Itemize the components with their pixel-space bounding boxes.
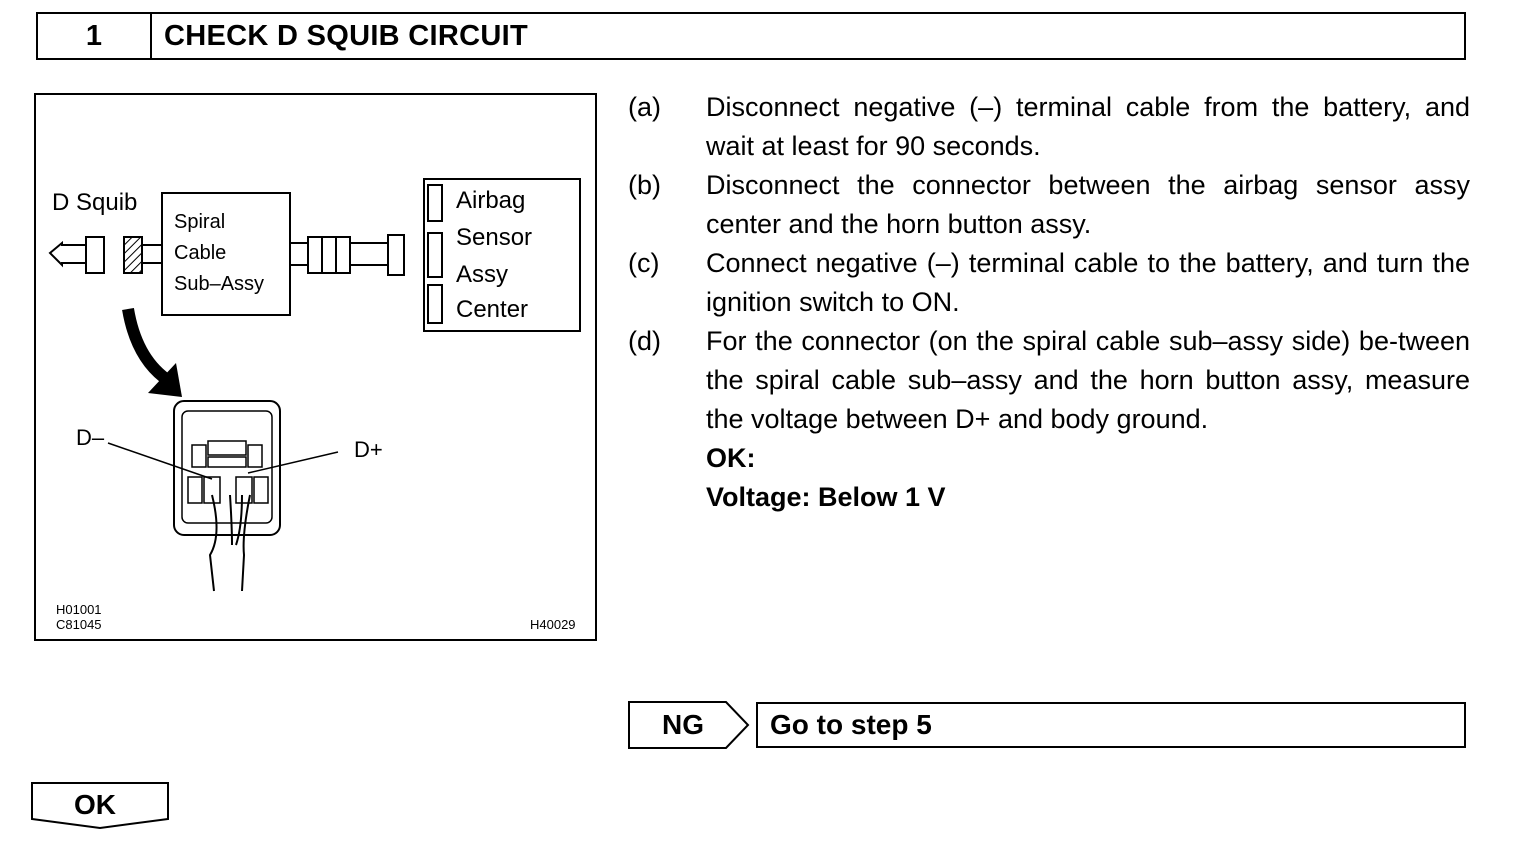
step-number: 1 <box>38 14 152 58</box>
squib-plug-icon <box>48 240 87 268</box>
sensor-label-3: Assy <box>456 261 508 288</box>
ng-action: Go to step 5 <box>756 702 1466 748</box>
d-plus-label: D+ <box>354 437 383 462</box>
figure-code-left: H01001 C81045 <box>56 602 102 632</box>
ng-label: NG <box>662 709 704 740</box>
wiring-diagram: D Squib Spiral Cable Sub–Assy Ai <box>34 93 597 641</box>
diagram-illustration: D Squib Spiral Cable Sub–Assy Ai <box>48 178 581 592</box>
step-item: (b) Disconnect the connector between the… <box>628 166 1470 244</box>
procedure-steps: (a) Disconnect negative (–) terminal cab… <box>628 88 1470 517</box>
step-label: (a) <box>628 92 661 122</box>
sensor-label-1: Airbag <box>456 187 525 214</box>
squib-connector-left <box>85 236 105 274</box>
step-title: CHECK D SQUIB CIRCUIT <box>164 19 528 52</box>
d-minus-label: D– <box>76 425 105 450</box>
step-label: (b) <box>628 170 661 200</box>
step-text: Disconnect the connector between the air… <box>706 170 1470 239</box>
step-text: Disconnect negative (–) terminal cable f… <box>706 92 1470 161</box>
ok-label: OK <box>74 789 116 820</box>
airbag-sensor-box <box>423 178 581 332</box>
sensor-label-4: Center <box>456 296 528 323</box>
ng-tag: NG <box>628 701 750 749</box>
step-item: (d) For the connector (on the spiral cab… <box>628 322 1470 439</box>
step-header: 1 CHECK D SQUIB CIRCUIT <box>36 12 1466 60</box>
step-text: Connect negative (–) terminal cable to t… <box>706 248 1470 317</box>
step-item: (c) Connect negative (–) terminal cable … <box>628 244 1470 322</box>
step-label: (c) <box>628 248 660 278</box>
spiral-cable-box <box>161 192 291 316</box>
step-item: (a) Disconnect negative (–) terminal cab… <box>628 88 1470 166</box>
spiral-label-2: Cable <box>174 242 226 264</box>
step-text: For the connector (on the spiral cable s… <box>706 326 1470 434</box>
figure-code-1: H01001 <box>56 602 102 617</box>
spiral-label-1: Spiral <box>174 211 225 233</box>
step-label: (d) <box>628 326 661 356</box>
ok-tag: OK <box>31 782 169 830</box>
squib-connector-hatched <box>123 236 143 274</box>
sensor-label-2: Sensor <box>456 224 532 251</box>
mid-connector <box>335 236 351 274</box>
spec-value: Voltage: Below 1 V <box>706 482 946 512</box>
d-squib-label: D Squib <box>52 189 137 216</box>
figure-code-right: H40029 <box>530 617 576 632</box>
figure-code-2: C81045 <box>56 617 102 632</box>
spiral-label-3: Sub–Assy <box>174 273 264 295</box>
connector-face <box>173 400 281 536</box>
arrow-down-icon <box>122 307 170 384</box>
spec-ok-label: OK: <box>706 443 756 473</box>
